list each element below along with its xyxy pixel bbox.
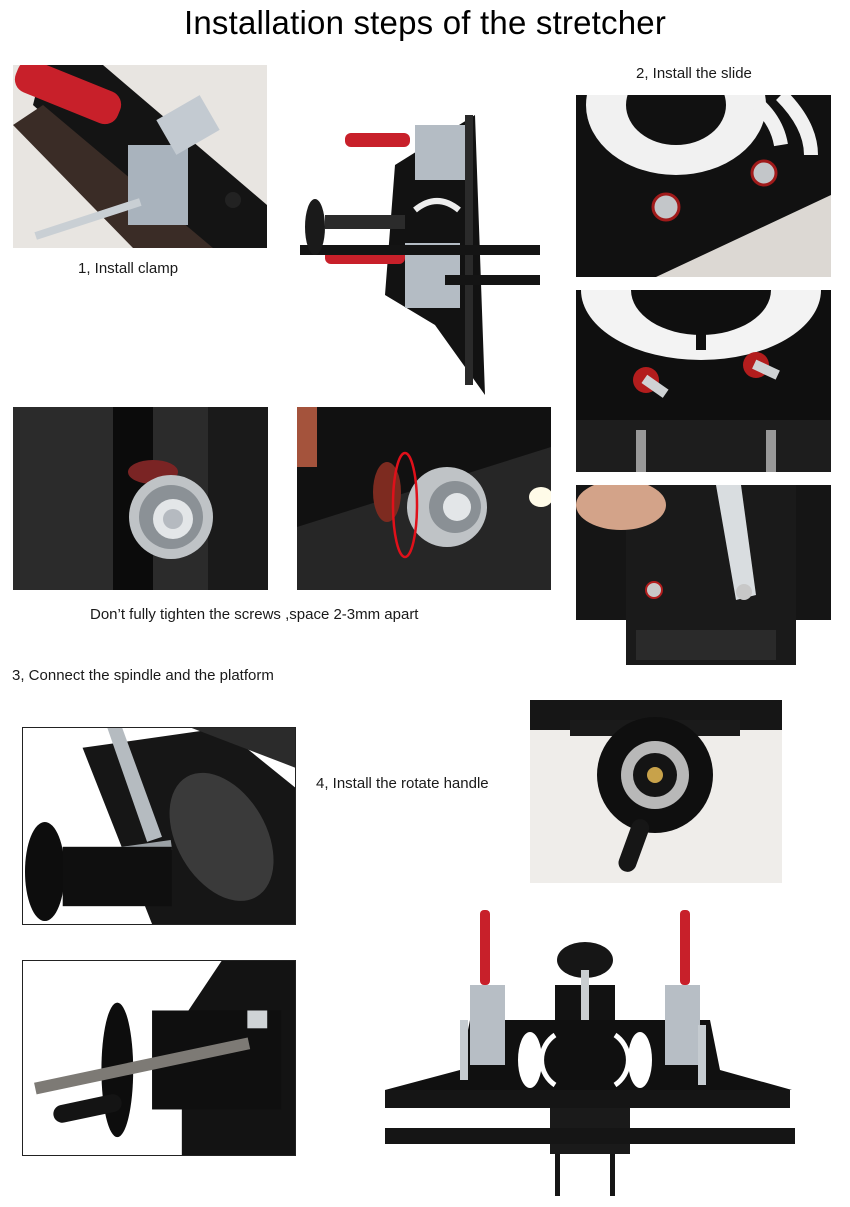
step-1-caption: 1, Install clamp (78, 260, 179, 277)
assembled-stretcher-front-photo (380, 900, 798, 1200)
gap-highlight-ellipse (391, 451, 419, 559)
clamp-closeup-photo (13, 65, 267, 248)
screw-spacing-note: Don’t fully tighten the screws ,space 2-… (90, 606, 419, 623)
page-title: Installation steps of the stretcher (183, 4, 667, 41)
spindle-handwheel-photo (22, 960, 296, 1156)
assembled-stretcher-angled-photo (285, 95, 560, 400)
slide-screws-photo (576, 95, 831, 277)
slide-wrench-photo (576, 485, 831, 665)
step-4-caption: 4, Install the rotate handle (316, 775, 489, 792)
nut-front-photo (13, 407, 268, 590)
slide-pins-photo (576, 290, 831, 472)
nut-gap-photo (297, 407, 551, 590)
rotate-handle-photo (530, 700, 782, 883)
step-2-caption: 2, Install the slide (636, 65, 752, 82)
spindle-platform-photo (22, 727, 296, 925)
step-3-caption: 3, Connect the spindle and the platform (12, 667, 274, 684)
